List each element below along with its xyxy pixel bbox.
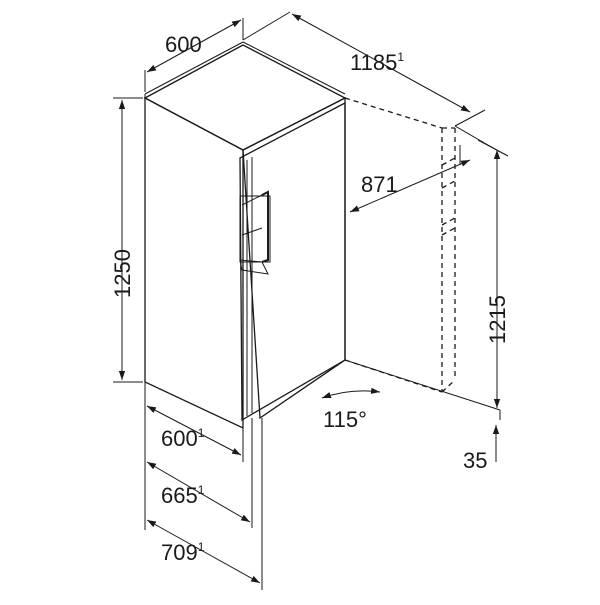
fridge-top [143, 44, 347, 151]
fridge-door [239, 101, 346, 422]
dim-height-open: 1215 [477, 139, 510, 408]
dim-depth-top-note: 1 [397, 50, 404, 64]
dim-height: 1250 [110, 97, 143, 383]
dim-width-top: 600 [144, 18, 244, 92]
dim-depth-709-note: 1 [198, 540, 205, 554]
dim-depth-top-label: 1185 [350, 50, 397, 75]
fridge-body [143, 41, 347, 430]
svg-text:11851: 11851 [350, 50, 404, 75]
dim-depth-top: 11851 [242, 11, 486, 127]
dim-door-angle: 115° [321, 387, 381, 432]
dim-depth-709: 7091 [146, 519, 261, 584]
dim-bottom-gap-label: 35 [463, 448, 487, 473]
open-door-outline [344, 97, 456, 393]
dim-door-angle-label: 115° [323, 407, 367, 432]
dim-depth-600: 6001 [146, 405, 242, 456]
door-handle-upper [261, 190, 269, 263]
dim-width-top-label: 600 [165, 32, 202, 57]
dim-door-open-depth: 871 [349, 125, 501, 213]
dim-bottom-gap: 35 [463, 425, 500, 473]
dim-height-open-label: 1215 [485, 295, 510, 344]
svg-text:6651: 6651 [161, 483, 205, 508]
door-handle [239, 195, 271, 263]
dim-depth-600-label: 600 [161, 426, 198, 451]
dim-depth-665: 6651 [146, 461, 251, 523]
fridge-left-side [144, 96, 244, 430]
svg-text:6001: 6001 [161, 426, 205, 451]
svg-text:7091: 7091 [161, 540, 205, 565]
dim-door-open-depth-label: 871 [361, 172, 398, 197]
dim-height-label: 1250 [110, 249, 135, 298]
dim-depth-709-label: 709 [161, 540, 198, 565]
dim-depth-665-label: 665 [161, 483, 198, 508]
dim-depth-665-note: 1 [198, 483, 205, 497]
dim-depth-600-note: 1 [198, 426, 205, 440]
